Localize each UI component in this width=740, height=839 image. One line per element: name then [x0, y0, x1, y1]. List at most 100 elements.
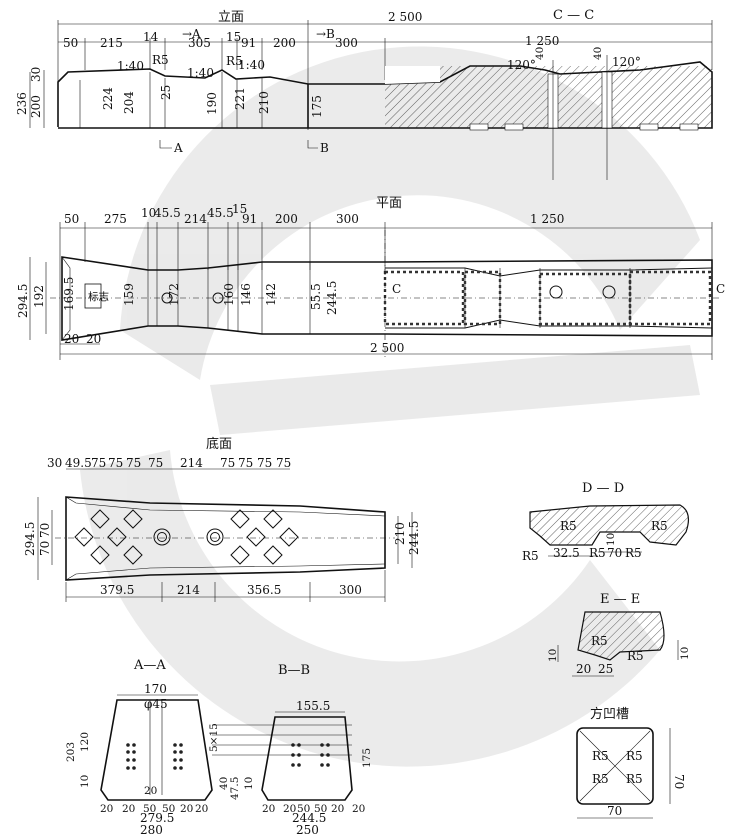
- bb-label-10: 10: [243, 777, 255, 790]
- aa-label-20a: 20: [100, 803, 113, 815]
- aa-label-170: 170: [144, 682, 167, 696]
- aa-label-phi45: φ45: [144, 697, 168, 711]
- aa-label-10: 10: [79, 775, 91, 788]
- plan-mark-label: 标志: [88, 290, 109, 303]
- elev-angle-2: 120°: [612, 55, 641, 69]
- bottom-dim-356: 356.5: [247, 583, 281, 597]
- plan-height-172: 172: [167, 283, 181, 306]
- section-aa: A—A 170 φ45 120 203 10 20 20 50 50 20 20…: [65, 658, 230, 837]
- aa-label-50a: 50: [143, 803, 156, 815]
- aa-label-203: 203: [65, 742, 77, 762]
- bottom-dim-1: 30: [47, 456, 62, 470]
- elev-slope-1: 1:40: [117, 59, 144, 73]
- section-ee-title: E — E: [600, 592, 640, 607]
- plan-height-244: 244.5: [325, 281, 339, 315]
- plan-bottom-dim-1: 20: [64, 332, 79, 346]
- plan-view: 平面 50 275 10 45.5 214 45.5 15 91 200 300…: [16, 196, 725, 360]
- elev-height-204: 204: [122, 91, 136, 114]
- bb-label-50a: 50: [297, 803, 310, 815]
- bottom-dim-300: 300: [339, 583, 362, 597]
- bottom-height-210: 210: [393, 522, 407, 545]
- plan-dim-10: 300: [336, 212, 359, 226]
- elev-dim-2: 215: [100, 36, 123, 50]
- plan-bottom-dim-2: 20: [86, 332, 101, 346]
- plan-height-159: 159: [122, 283, 136, 306]
- elev-section-b: B: [320, 141, 329, 155]
- section-dd-title: D — D: [582, 481, 624, 496]
- groove-radius-4: R5: [626, 772, 643, 786]
- elev-height-175: 175: [310, 95, 324, 118]
- bb-label-50b: 50: [314, 803, 327, 815]
- section-cc-title: C — C: [553, 8, 594, 23]
- plan-height-142: 142: [264, 283, 278, 306]
- bb-label-20d: 20: [352, 803, 365, 815]
- plan-dim-4: 45.5: [154, 206, 181, 220]
- groove-radius-2: R5: [626, 749, 643, 763]
- elev-dim-3: 14: [143, 30, 159, 44]
- square-groove: 方凹槽 R5 R5 R5 R5 70 70: [576, 706, 686, 819]
- plan-dim-2: 275: [104, 212, 127, 226]
- elev-small-2: 40: [592, 47, 604, 60]
- plan-dim-8: 91: [242, 212, 257, 226]
- plan-height-160: 160: [222, 283, 236, 306]
- aa-label-279: 279.5: [140, 811, 174, 825]
- elev-height-200: 200: [29, 95, 43, 118]
- bb-label-20c: 20: [331, 803, 344, 815]
- section-dd: D — D R5 R5 R5 R5 R5 32.5 10 70: [522, 481, 690, 563]
- plan-dim-3: 10: [141, 206, 156, 220]
- plan-dim-5: 214: [184, 212, 207, 226]
- plan-height-55: 55.5: [309, 283, 323, 310]
- elev-small-1: 40: [534, 47, 546, 60]
- bottom-dim-7: 214: [180, 456, 203, 470]
- bottom-view: 底面 30 49.5 75 75 75 75 214 75 75 75 75 2…: [23, 436, 421, 602]
- bottom-height-244: 244.5: [407, 521, 421, 555]
- bottom-dim-11: 75: [276, 456, 291, 470]
- dd-label-6: 32.5: [553, 546, 580, 560]
- groove-height-70: 70: [672, 774, 686, 789]
- elev-total: 2 500: [388, 10, 422, 24]
- elevation-title: 立面: [218, 10, 244, 25]
- elev-slope-3: 1:40: [238, 58, 265, 72]
- section-bb-title: B—B: [278, 663, 310, 678]
- elev-dim-7: 200: [273, 36, 296, 50]
- plan-dim-6: 45.5: [207, 206, 234, 220]
- aa-label-20e: 20: [144, 785, 157, 797]
- plan-dim-1: 50: [64, 212, 79, 226]
- bottom-dim-3: 75: [91, 456, 106, 470]
- bottom-dim-10: 75: [257, 456, 272, 470]
- dd-label-1: R5: [560, 519, 577, 533]
- bb-label-250: 250: [296, 823, 319, 835]
- elev-height-236: 236: [15, 92, 29, 115]
- plan-height-294: 294.5: [16, 284, 30, 318]
- bottom-height-70a: 70: [38, 523, 52, 538]
- bb-label-155: 155.5: [296, 699, 330, 713]
- plan-height-169: 169.5: [62, 277, 76, 311]
- plan-section-c-left: C: [392, 282, 401, 296]
- bb-label-20b: 20: [283, 803, 296, 815]
- groove-width-70: 70: [607, 804, 622, 818]
- bb-label-175: 175: [361, 748, 373, 768]
- dd-label-3: R5: [522, 549, 539, 563]
- plan-dim-11: 1 250: [530, 212, 564, 226]
- plan-section-c-right: C: [716, 282, 725, 296]
- bottom-height-70b: 70: [38, 541, 52, 556]
- dd-label-8: 70: [607, 546, 622, 560]
- bb-label-244: 244.5: [292, 811, 326, 825]
- bottom-height-294: 294.5: [23, 522, 37, 556]
- section-bb: B—B 155.5 175 47.5 10 20 20 50 50 20 20 …: [212, 663, 373, 837]
- elev-dim-5: 15: [226, 30, 241, 44]
- elev-radius-1: R5: [152, 53, 169, 67]
- ee-label-6: 25: [598, 662, 613, 676]
- bottom-dim-6: 75: [148, 456, 163, 470]
- dd-label-5: R5: [625, 546, 642, 560]
- plan-height-146: 146: [239, 283, 253, 306]
- aa-label-40: 40: [218, 777, 230, 790]
- groove-radius-3: R5: [592, 772, 609, 786]
- elev-dim-6: 91: [241, 36, 256, 50]
- bottom-dim-9: 75: [238, 456, 253, 470]
- watermark-logo: [80, 46, 700, 767]
- elev-height-25: 25: [159, 85, 173, 100]
- elev-dim-4: 305: [188, 36, 211, 50]
